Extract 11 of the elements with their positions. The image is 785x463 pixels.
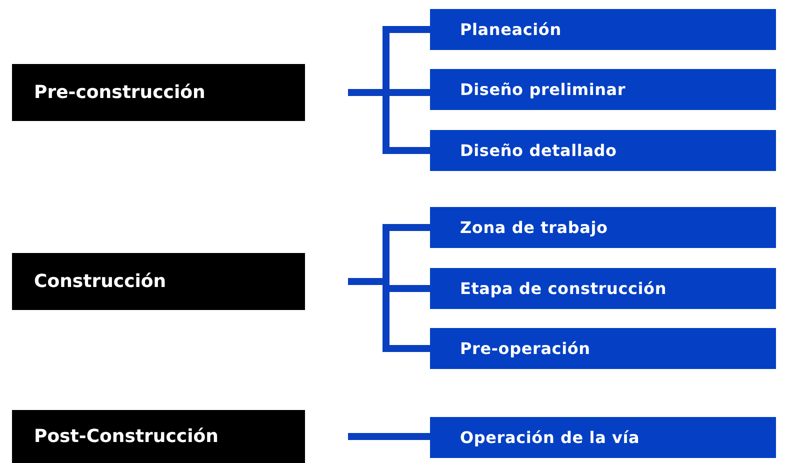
- stage-box: Diseño preliminar: [430, 69, 776, 110]
- stage-box: Operación de la vía: [430, 417, 776, 458]
- stage-box: Planeación: [430, 9, 776, 50]
- phase-box: Post-Construcción: [12, 410, 305, 463]
- phase-box: Pre-construcción: [12, 64, 305, 121]
- phase-box: Construcción: [12, 253, 305, 310]
- stage-box: Diseño detallado: [430, 130, 776, 171]
- stage-box: Etapa de construcción: [430, 268, 776, 309]
- stage-box: Pre-operación: [430, 328, 776, 369]
- bracket-connector: [348, 433, 430, 440]
- stage-box: Zona de trabajo: [430, 207, 776, 248]
